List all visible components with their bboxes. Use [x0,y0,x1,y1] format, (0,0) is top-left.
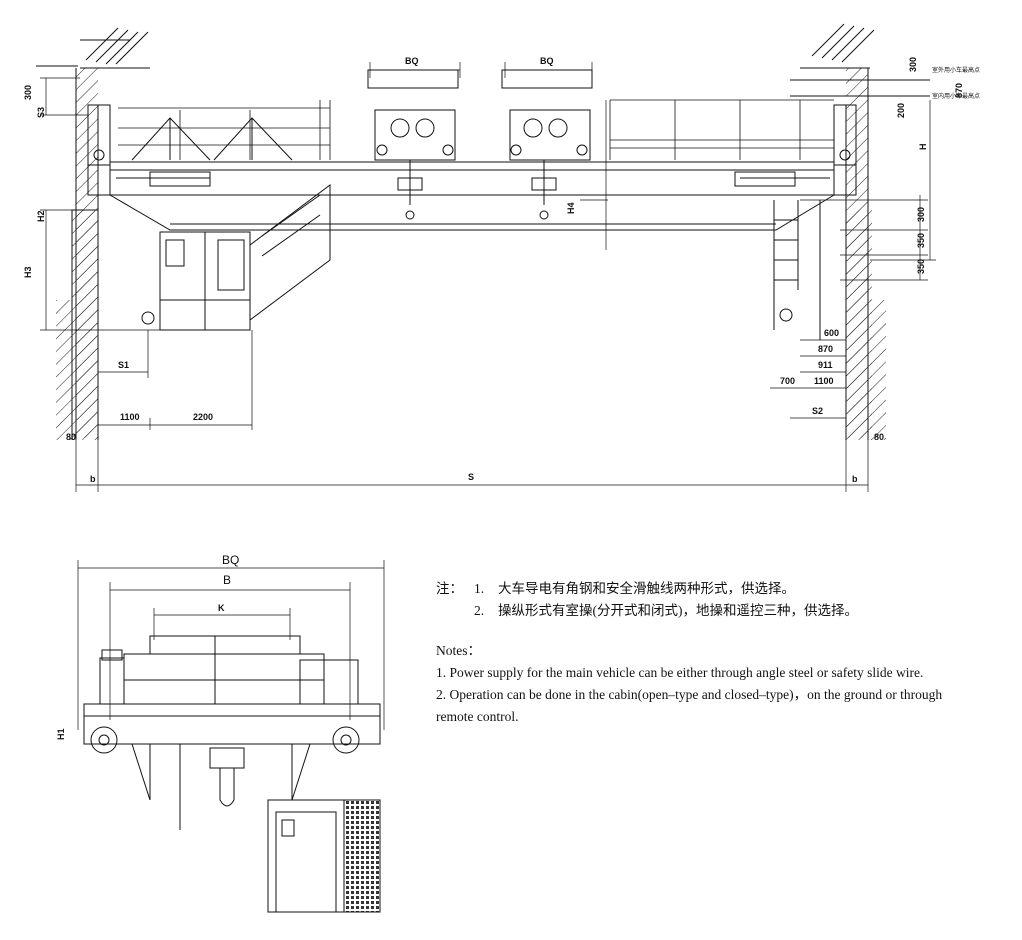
dim-bq-right: BQ [540,56,554,66]
dim-911: 911 [818,360,833,370]
dim-h3: H3 [23,266,33,278]
label-indoor-height: 室内用小车最高点 [932,92,980,100]
dim-80-right: 80 [874,432,884,442]
notes-panel: 注： 1. 大车导电有角钢和安全滑触线两种形式，供选择。 2. 操纵形式有室操(分开式… [436,578,956,728]
dim-bq-side: BQ [222,553,239,567]
dim-300-top: 300 [908,57,918,72]
walkway-railings [118,99,834,160]
dim-300-right: 300 [916,207,926,222]
dim-b-left: b [90,474,96,484]
note-zh-1: 注： 1. 大车导电有角钢和安全滑触线两种形式，供选择。 [436,578,956,600]
dim-h: H [918,144,928,151]
dim-h1: H1 [56,728,66,740]
dim-350-b: 350 [916,259,926,274]
note-zh-1-num: 1. [474,581,485,596]
dim-1100-left: 1100 [120,412,140,422]
notes-en-heading: Notes： [436,643,481,658]
elevation-view [36,23,936,492]
note-zh-2-num: 2. [474,603,485,618]
main-girder [109,161,835,231]
dim-h4: H4 [566,202,576,214]
operator-cabin [141,184,331,331]
access-ladder [773,200,821,340]
dim-870-top: 870 [954,83,964,98]
dim-h2: H2 [36,210,46,222]
left-wall [36,27,150,440]
trolley-left [367,69,459,220]
resistor-boxes [131,117,293,161]
right-wall [790,23,930,440]
dim-600: 600 [824,328,839,338]
dimension-lines [40,62,936,492]
dim-bq-left: BQ [405,56,419,66]
trolley-right [501,69,593,220]
dim-2200: 2200 [193,412,213,422]
end-carriages [87,104,857,196]
note-zh-1-text: 大车导电有角钢和安全滑触线两种形式，供选择。 [498,581,795,596]
dim-b-side: B [223,573,231,587]
dim-870-lower: 870 [818,344,833,354]
dim-b-right: b [852,474,858,484]
dim-s3: S3 [36,107,46,118]
dim-s: S [468,472,474,482]
note-zh-2-text: 操纵形式有室操(分开式和闭式)，地操和遥控三种，供选择。 [498,603,858,618]
side-view-dimension-labels: BQ B K H1 [56,553,239,740]
dim-1100-right: 1100 [814,376,834,386]
dim-s1: S1 [118,360,129,370]
dim-700: 700 [780,376,795,386]
elevation-dimension-labels: BQ BQ S b b S1 S2 1100 2200 1100 700 911… [23,56,980,484]
note-en-2: 2. Operation can be done in the cabin(op… [436,687,943,724]
dim-200: 200 [896,103,906,118]
dim-350-a: 350 [916,233,926,248]
notes-zh-heading: 注： [436,581,463,596]
dim-k: K [218,603,225,613]
note-zh-2: 2. 操纵形式有室操(分开式和闭式)，地操和遥控三种，供选择。 [436,600,956,622]
dim-300-left: 300 [23,85,33,100]
dim-80-left: 80 [66,432,76,442]
note-en-1: 1. Power supply for the main vehicle can… [436,665,924,680]
side-view [77,560,385,913]
label-outdoor-height: 室外用小车最高点 [932,66,980,74]
dim-s2: S2 [812,406,823,416]
